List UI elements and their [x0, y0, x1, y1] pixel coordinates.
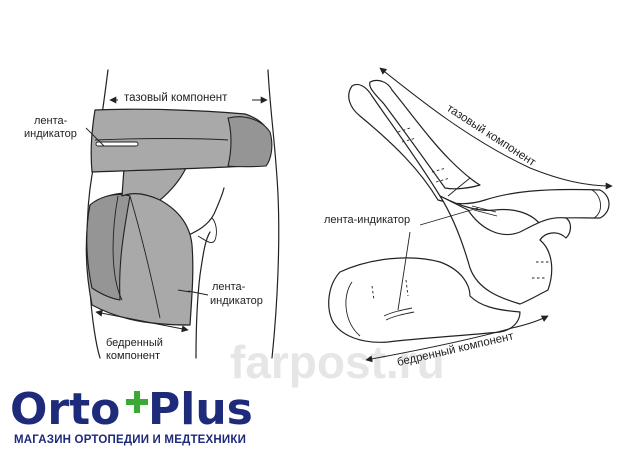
femoral-end-curve: [345, 281, 361, 337]
indicator-label-top-2: индикатор: [24, 128, 77, 140]
pelvic-belt-overlap: [227, 116, 273, 168]
belt-seam: [94, 138, 229, 141]
leader-indicator-bottom: [187, 290, 209, 296]
indicator-label-bottom-2: индикатор: [210, 295, 263, 307]
body-outline-right: [267, 69, 280, 359]
leader-indicator-top: [85, 127, 105, 147]
femoral-seam-2: [112, 195, 123, 301]
pelvic-dimension-arrow-right: [379, 67, 613, 190]
femoral-indicator-strap: [177, 289, 191, 293]
femoral-label-left-1: бедренный: [106, 337, 163, 349]
pelvic-indicator-strap: [95, 141, 139, 147]
connector-piece: [439, 195, 572, 305]
left-diagram: тазовый компонент лента- индикатор лента…: [24, 69, 280, 362]
pelvic-label-left: тазовый компонент: [124, 92, 228, 104]
femoral-seam-a: [371, 285, 375, 301]
pelvic-indicator-strap-right: [471, 205, 498, 217]
pelvic-label-right: тазовый компонент: [444, 102, 538, 169]
femoral-dimension-arrow-right: [365, 315, 549, 363]
femoral-label-left-2: компонент: [106, 350, 160, 362]
indicator-label-top-1: лента-: [34, 115, 68, 127]
leader-indicator-belt: [419, 207, 479, 226]
ortoplus-logo: Orto Plus МАГАЗИН ОРТОПЕДИИ И МЕДТЕХНИКИ: [10, 384, 253, 446]
indicator-label-bottom-1: лента-: [212, 281, 246, 293]
femoral-dimension-arrow: [95, 309, 189, 333]
brand-tagline: МАГАЗИН ОРТОПЕДИИ И МЕДТЕХНИКИ: [14, 434, 246, 446]
medical-cross-icon: [126, 391, 148, 413]
leader-indicator-femoral: [397, 231, 411, 311]
brand-orto: Orto: [10, 384, 120, 435]
pelvic-belt-end-cap: [591, 189, 601, 219]
brand-plus: Plus: [148, 384, 253, 435]
genital-outline: [197, 217, 217, 243]
inner-leg-line: [195, 231, 211, 359]
groin-curve: [181, 187, 225, 239]
right-diagram: тазовый компонент лента-индикатор бедрен…: [322, 67, 613, 369]
indicator-label-right: лента-индикатор: [324, 214, 410, 226]
femoral-seam-1: [129, 195, 161, 319]
connector-strap: [121, 167, 187, 201]
